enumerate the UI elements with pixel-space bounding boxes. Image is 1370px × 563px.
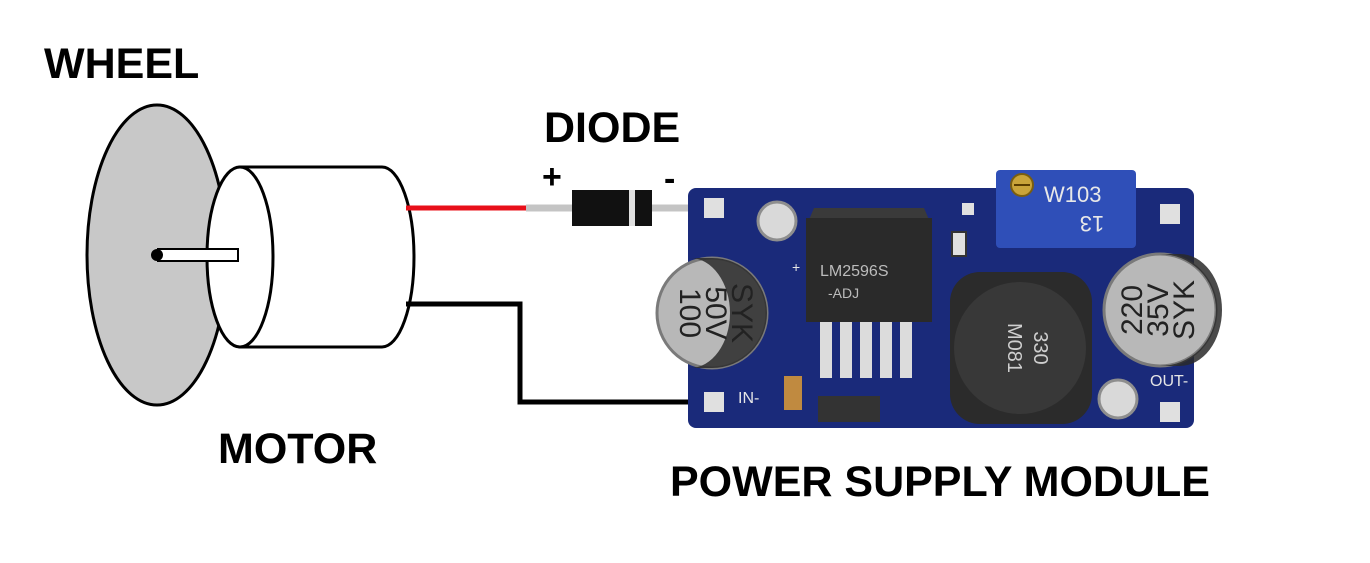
diode-label: DIODE [544,104,681,152]
ic-pin-5 [900,322,912,378]
capacitor-right-value: 220 [1116,285,1149,335]
capacitor-right: 220 35V SYK [1102,252,1222,368]
diode [526,190,714,226]
capacitor-left-stripe [690,258,767,368]
ic-pin-3 [860,322,872,378]
motor-body [238,165,416,349]
motor [151,165,416,349]
diode-cathode-band [629,190,635,226]
pad-out-plus [1160,204,1180,224]
shaft-hub [151,249,163,261]
ic-pin-2 [840,322,852,378]
pad-in-minus [704,392,724,412]
inductor: 330 M081 [950,272,1092,424]
potentiometer-marking: W103 [1044,182,1101,207]
inductor-marking-line-2: M081 [1003,323,1025,373]
ic-marking-line-1: LM2596S [820,263,889,280]
potentiometer-code: 13 [1080,211,1104,236]
regulator-ic [806,218,932,322]
mounting-hole-bottom-right [1097,378,1139,420]
capacitor-left: 100 50V SYK [655,256,769,370]
potentiometer: W103 13 [996,170,1136,248]
motor-shaft [157,248,239,262]
diode-anode-sign: + [542,158,562,196]
diode-body [572,190,652,226]
capacitor-left-brand: SYK [725,283,758,343]
board-label-plus: + [792,259,800,275]
diode-cathode-sign: - [664,160,676,198]
inductor-core [954,282,1086,414]
wires [406,205,706,405]
capacitor-right-voltage: 35V [1142,283,1175,336]
capacitor-left-voltage: 50V [699,286,732,339]
smd-resistor [951,231,967,257]
power-supply-label: POWER SUPPLY MODULE [670,458,1210,506]
board-label-in: IN- [738,390,759,407]
ic-pin-4 [880,322,892,378]
capacitor-left-value: 100 [673,288,706,338]
board-label-out: OUT- [1150,373,1188,390]
mounting-hole-top-left [756,200,798,242]
pad-in-plus [704,198,724,218]
smd-capacitor [784,376,802,410]
pad-out-minus [1160,402,1180,422]
wheel-label: WHEEL [44,40,200,88]
black-wire [406,301,706,405]
schottky-diode [818,396,880,422]
ic-pins [820,322,912,378]
pad-top-small [962,203,974,215]
capacitor-right-brand: SYK [1168,280,1201,340]
ic-marking-line-2: -ADJ [828,285,859,301]
inductor-marking-line-1: 330 [1029,331,1051,364]
ic-pin-1 [820,322,832,378]
power-supply-module: LM2596S -ADJ 100 50V SYK 330 M081 [655,170,1222,428]
motor-label: MOTOR [218,425,378,473]
